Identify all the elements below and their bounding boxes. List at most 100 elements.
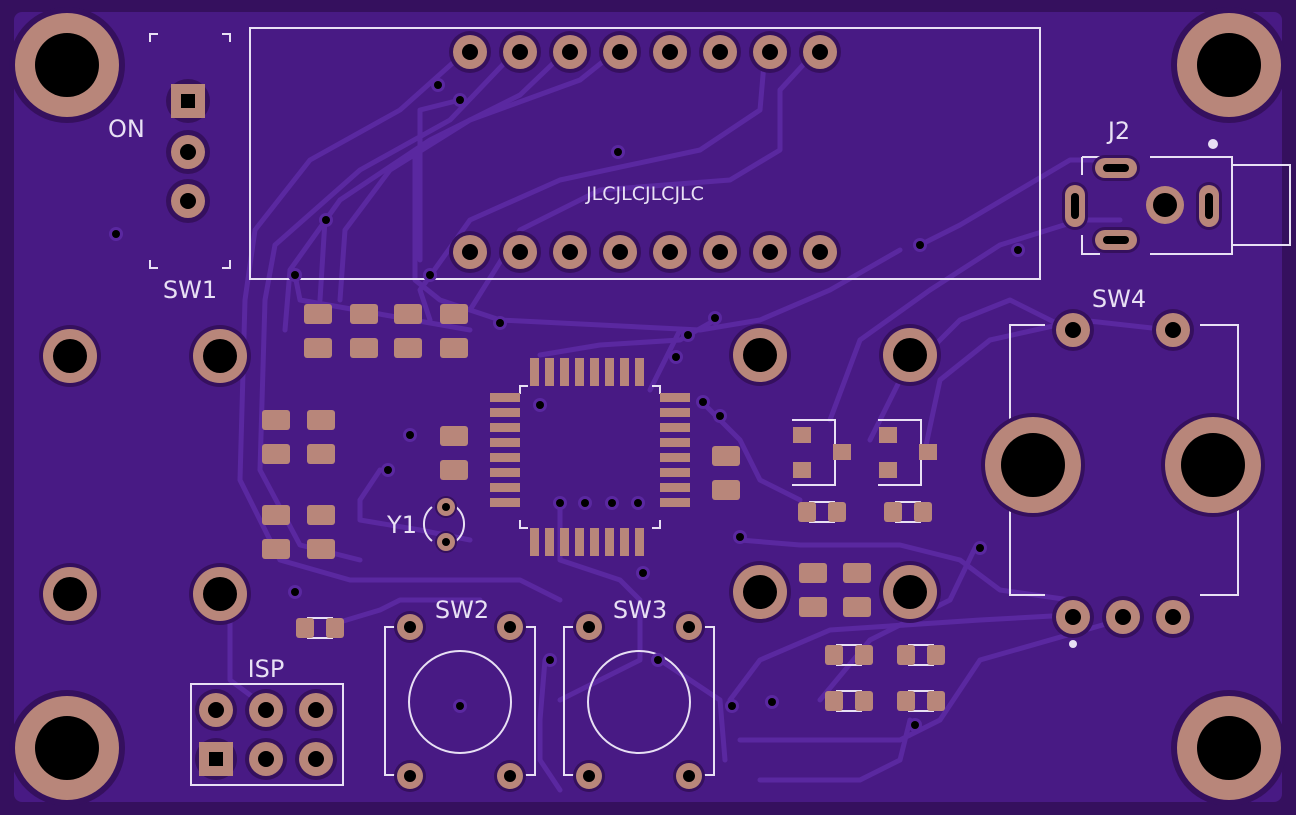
display-module-outline <box>249 27 1041 280</box>
transistors <box>792 419 937 486</box>
through-hole <box>879 324 941 386</box>
through-hole <box>39 325 101 387</box>
smd-component <box>897 690 945 712</box>
smd-component <box>304 304 332 358</box>
mcu-pin <box>575 528 584 556</box>
mcu-pin <box>660 498 690 507</box>
mcu-qfp <box>490 358 690 556</box>
smd-component <box>798 501 846 523</box>
mcu-pin <box>660 483 690 492</box>
through-hole <box>39 563 101 625</box>
module-pin <box>449 231 491 273</box>
mcu-pins <box>490 358 690 556</box>
mcu-pin <box>545 528 554 556</box>
via <box>713 409 727 423</box>
smd-component <box>262 410 290 464</box>
via <box>578 496 592 510</box>
via <box>453 699 467 713</box>
mcu-pin <box>605 358 614 386</box>
y1-outline <box>422 506 466 542</box>
sw4-label: SW4 <box>1092 285 1146 313</box>
smd-component <box>825 644 873 666</box>
j2-outline <box>1081 156 1233 255</box>
via <box>553 496 567 510</box>
mcu-pin <box>490 483 520 492</box>
smd-component <box>825 690 873 712</box>
module-pin <box>799 31 841 73</box>
mcu-pin <box>490 408 520 417</box>
mounting-hole <box>1171 690 1287 806</box>
sw2-label: SW2 <box>435 596 489 624</box>
mounting-hole <box>9 690 125 806</box>
via <box>1011 243 1025 257</box>
mcu-pin <box>530 358 539 386</box>
sw4-mount-hole <box>1161 413 1265 517</box>
mcu-pin <box>620 528 629 556</box>
smd-component <box>440 426 468 480</box>
isp-header: ISP <box>190 655 344 786</box>
sw1-on-label: ON <box>108 115 145 143</box>
mcu-pin <box>490 498 520 507</box>
module-pin <box>599 231 641 273</box>
via <box>973 541 987 555</box>
sw1-slide-switch: ON SW1 <box>108 33 231 304</box>
sw1-label: SW1 <box>163 276 217 304</box>
mcu-pin <box>635 528 644 556</box>
mcu-pin <box>660 423 690 432</box>
smd-component <box>394 304 422 358</box>
mcu-pin <box>545 358 554 386</box>
via <box>631 496 645 510</box>
via <box>453 93 467 107</box>
mcu-pin <box>605 528 614 556</box>
display-module: JLCJLCJLCJLC <box>249 27 1041 280</box>
y1-crystal: Y1 <box>386 496 466 553</box>
via <box>636 566 650 580</box>
via <box>611 145 625 159</box>
mcu-pin <box>490 423 520 432</box>
via <box>403 428 417 442</box>
module-pin <box>599 31 641 73</box>
through-hole <box>189 325 251 387</box>
smd-passives <box>262 304 945 712</box>
through-hole <box>729 324 791 386</box>
mcu-pin <box>660 438 690 447</box>
mcu-pin <box>590 528 599 556</box>
via <box>493 316 507 330</box>
module-header-pins <box>449 31 841 273</box>
isp-outline <box>190 683 344 786</box>
module-pin <box>749 31 791 73</box>
sw3-tactile-switch: SW3 <box>563 596 715 792</box>
sw4-encoder: SW4 <box>981 285 1265 648</box>
mounting-hole <box>9 7 125 123</box>
module-pin <box>799 231 841 273</box>
via <box>651 653 665 667</box>
module-pin <box>499 231 541 273</box>
via <box>913 238 927 252</box>
via <box>319 213 333 227</box>
transistor-q2 <box>878 419 937 486</box>
mcu-pin <box>575 358 584 386</box>
via <box>381 463 395 477</box>
mcu-pin <box>490 468 520 477</box>
module-pin <box>549 31 591 73</box>
mcu-pin <box>560 358 569 386</box>
mcu-pin <box>660 408 690 417</box>
smd-component <box>843 563 871 617</box>
via <box>681 328 695 342</box>
mcu-pin <box>560 528 569 556</box>
module-pin <box>699 31 741 73</box>
smd-component <box>440 304 468 358</box>
smd-component <box>799 563 827 617</box>
module-pin <box>649 231 691 273</box>
isp-label: ISP <box>248 655 285 683</box>
via <box>708 311 722 325</box>
sw2-outline <box>384 626 536 776</box>
transistor-q1 <box>792 419 851 486</box>
mcu-pin <box>660 393 690 402</box>
mcu-pin <box>490 438 520 447</box>
via <box>543 653 557 667</box>
via <box>605 496 619 510</box>
j2-pin1-marker <box>1208 139 1218 149</box>
through-holes <box>39 324 941 625</box>
